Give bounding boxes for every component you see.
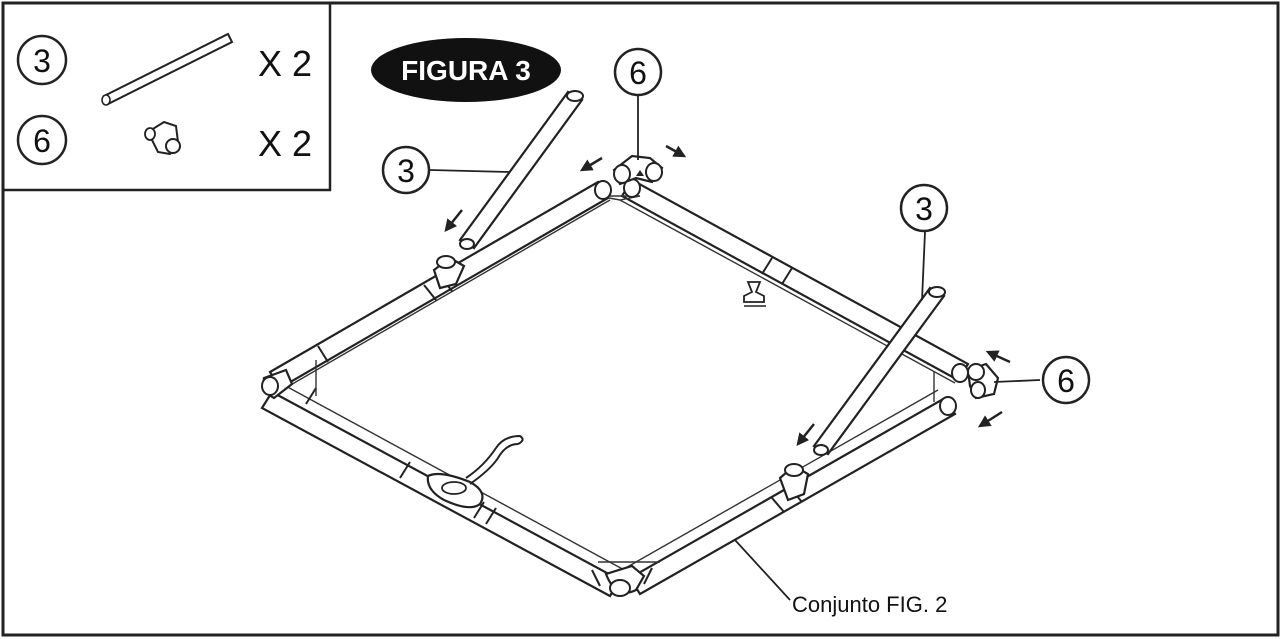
elbow-connector-icon xyxy=(144,120,181,156)
legend-part-number: 3 xyxy=(33,43,51,79)
figure-badge: FIGURA 3 xyxy=(371,38,561,102)
figure-badge-text: FIGURA 3 xyxy=(401,55,531,86)
pipe-icon xyxy=(101,32,234,106)
legend-row-pipe: 3 X 2 xyxy=(16,32,312,106)
legend-quantity: X 2 xyxy=(258,123,312,164)
pipe-part-3-right xyxy=(812,286,946,456)
tee-connector-left xyxy=(432,255,466,290)
rail-sleeve xyxy=(305,257,803,587)
legend-quantity: X 2 xyxy=(258,43,312,84)
center-fastener-icon xyxy=(743,281,766,307)
callout-6-right: 6 xyxy=(1041,355,1091,405)
tee-connector-right xyxy=(778,463,810,502)
frame-assembly xyxy=(260,178,970,598)
pipe-part-3-left xyxy=(458,90,584,250)
legend-row-connector: 6 X 2 xyxy=(16,114,312,166)
callout-number: 3 xyxy=(397,153,415,189)
callout-number: 6 xyxy=(629,55,647,91)
corner-elbow-bottom xyxy=(604,564,646,597)
parts-legend: 3 X 2 6 X 2 xyxy=(3,3,332,192)
callout-3-left: 3 xyxy=(381,145,431,195)
leader-lines xyxy=(429,96,1041,601)
callout-3-right: 3 xyxy=(899,183,949,233)
control-unit xyxy=(426,434,524,509)
callout-number: 3 xyxy=(915,191,933,227)
callout-6-top: 6 xyxy=(613,47,663,97)
corner-elbow-left xyxy=(261,368,294,400)
assembly-label: Conjunto FIG. 2 xyxy=(792,592,947,617)
assembly-arrows xyxy=(444,144,1011,446)
legend-part-number: 6 xyxy=(33,123,51,159)
elbow-connector-right xyxy=(966,362,1000,400)
elbow-connector-top xyxy=(612,154,664,186)
callout-number: 6 xyxy=(1057,363,1075,399)
